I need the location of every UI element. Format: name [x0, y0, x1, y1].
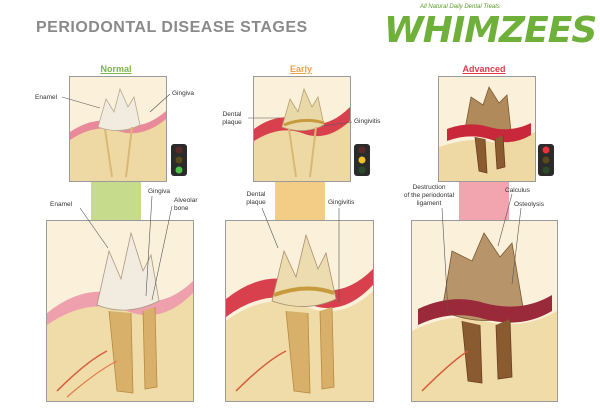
panel-early-large [225, 220, 374, 402]
label-early-top-gingivitis: Gingivitis [354, 118, 381, 125]
logo-wordmark: WHIMZEES [384, 10, 597, 51]
connector-advanced [459, 180, 509, 221]
label-advanced-destruction-1: Destruction [412, 184, 446, 191]
label-advanced-calculus: Calculus [505, 187, 530, 194]
stage-title-early: Early [289, 64, 313, 74]
panel-advanced-small [438, 76, 536, 182]
label-early-dental: Dental [246, 191, 266, 198]
label-early-gingivitis: Gingivitis [328, 199, 355, 206]
label-normal-bone: bone [174, 205, 189, 212]
page-title: PERIODONTAL DISEASE STAGES [36, 19, 308, 36]
label-normal-enamel: Enamel [50, 201, 73, 208]
label-advanced-destruction-2: of the periodontal [403, 192, 455, 199]
label-advanced-osteolysis: Osteolysis [514, 201, 544, 208]
label-normal-top-enamel: Enamel [35, 94, 58, 101]
panel-early-small [253, 76, 351, 182]
panel-normal-small [69, 76, 167, 182]
stage-title-advanced: Advanced [462, 64, 506, 74]
traffic-light-advanced [537, 144, 555, 176]
stage-title-normal: Normal [100, 64, 132, 74]
connector-early [275, 180, 325, 221]
whimzees-logo: All Natural Daily Dental Treats WHIMZEES [384, 4, 597, 52]
traffic-light-early [353, 144, 371, 176]
label-normal-alveolar: Alveolar [174, 197, 198, 204]
label-early-plaque: plaque [246, 199, 266, 206]
panel-normal-large [46, 220, 194, 402]
label-early-top-plaque: plaque [222, 119, 242, 126]
label-normal-gingiva: Gingiva [148, 188, 171, 195]
label-advanced-destruction-3: ligament [416, 200, 442, 207]
connector-normal [91, 180, 141, 221]
panel-advanced-large [411, 220, 558, 402]
logo-tagline: All Natural Daily Dental Treats [420, 4, 500, 10]
label-normal-top-gingiva: Gingiva [172, 90, 195, 97]
traffic-light-normal [170, 144, 188, 176]
label-early-top-dental: Dental [222, 111, 242, 118]
